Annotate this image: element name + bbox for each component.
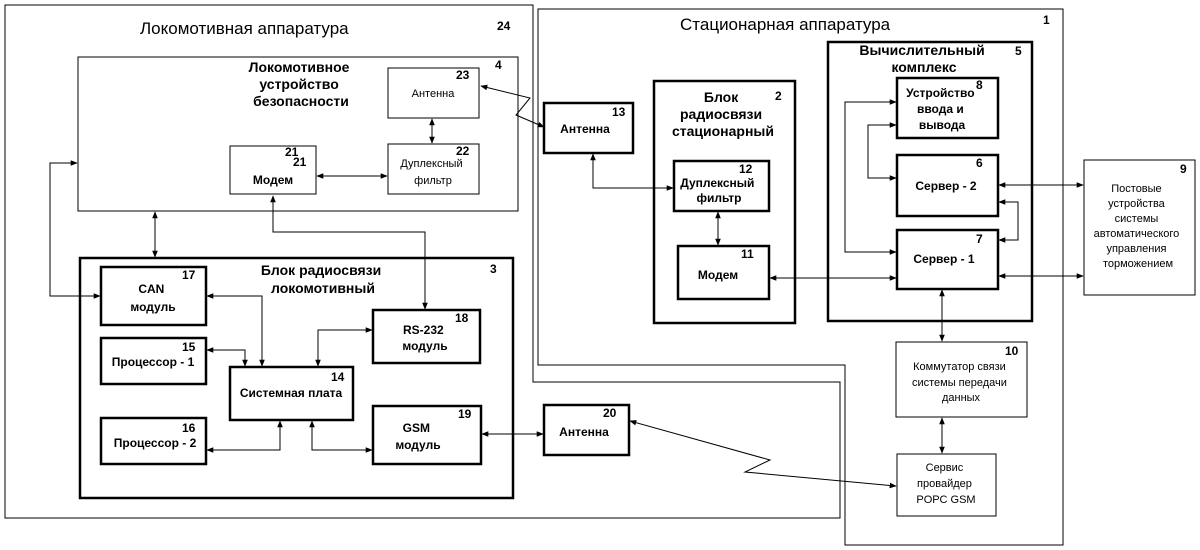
modem-21-number: 21 bbox=[285, 145, 299, 159]
antenna-23-label: Антенна bbox=[412, 88, 456, 100]
link-server1-io bbox=[844, 99, 897, 255]
duplex-filter-12-number: 12 bbox=[739, 162, 753, 176]
loco-region-number: 24 bbox=[497, 19, 511, 33]
modem-11-number: 11 bbox=[741, 247, 754, 261]
computing-complex-label: Вычислительный комплекс bbox=[859, 42, 988, 75]
processor-2-box bbox=[99, 416, 208, 466]
can-module-number: 17 bbox=[182, 268, 196, 282]
gsm-module-label: GSM модуль bbox=[395, 421, 440, 452]
link-modem21-rs232 bbox=[270, 195, 428, 310]
antenna-20-label: Антенна bbox=[559, 425, 609, 439]
link-io-server2 bbox=[867, 122, 897, 181]
link-antenna23-antenna13 bbox=[480, 84, 545, 128]
server-1-number: 7 bbox=[976, 232, 983, 246]
link-can-sysboard bbox=[206, 293, 265, 367]
data-switch-label: Коммутатор связи системы передачи данных bbox=[912, 361, 1010, 404]
system-board-number: 14 bbox=[331, 370, 345, 384]
loco-region-title: Локомотивная аппаратура bbox=[140, 19, 349, 38]
antenna-23-number: 23 bbox=[456, 68, 470, 82]
antenna-13-label: Антенна bbox=[560, 122, 610, 136]
system-board-label: Системная плата bbox=[240, 386, 343, 400]
rs232-module-label: RS-232 модуль bbox=[402, 323, 447, 353]
rs232-module-number: 18 bbox=[455, 311, 469, 325]
server-2-label: Сервер - 2 bbox=[915, 179, 977, 193]
station-region-title: Стационарная аппаратура bbox=[680, 15, 891, 34]
link-antenna13-duplex12 bbox=[590, 153, 674, 191]
can-module-label: CAN модуль bbox=[130, 282, 175, 314]
io-device-number: 8 bbox=[976, 78, 983, 92]
station-radio-block-label: Блок радиосвязи стационарный bbox=[672, 89, 774, 139]
antenna-13-number: 13 bbox=[612, 105, 626, 119]
io-device-box bbox=[895, 76, 1000, 140]
server-2-box bbox=[895, 153, 1000, 218]
link-gsm-sysboard bbox=[309, 420, 373, 453]
duplex-filter-22-label: Дуплексный фильтр bbox=[400, 158, 465, 187]
processor-1-label: Процессор - 1 bbox=[112, 355, 195, 369]
antenna-20-number: 20 bbox=[603, 406, 617, 420]
duplex-filter-12-label: Дуплексный фильтр bbox=[680, 176, 758, 205]
server-1-label: Сервер - 1 bbox=[913, 252, 975, 266]
data-switch-box bbox=[895, 341, 1028, 418]
system-board-box bbox=[228, 365, 355, 422]
modem-11-box bbox=[676, 244, 771, 301]
station-radio-block-number: 2 bbox=[775, 89, 782, 103]
can-module-box bbox=[99, 265, 208, 327]
duplex-filter-22-box bbox=[387, 143, 480, 195]
loco-radio-block-number: 3 bbox=[490, 262, 497, 276]
link-rs232-sysboard bbox=[315, 327, 373, 367]
antenna-20-box bbox=[542, 403, 631, 457]
modem-21-label: Модем bbox=[253, 173, 293, 187]
post-devices-box bbox=[1083, 159, 1196, 296]
safety-device-number: 4 bbox=[495, 58, 502, 72]
post-devices-number: 9 bbox=[1180, 162, 1187, 176]
io-device-label: Устройство ввода и вывода bbox=[906, 86, 978, 132]
gsm-module-number: 19 bbox=[458, 407, 472, 421]
loco-region-border bbox=[4, 4, 841, 519]
antenna-23-box bbox=[387, 67, 480, 119]
link-proc2-sysboard bbox=[206, 420, 283, 453]
processor-1-number: 15 bbox=[182, 340, 196, 354]
processor-2-label: Процессор - 2 bbox=[114, 436, 197, 450]
gsm-module-box bbox=[371, 404, 483, 466]
antenna-13-box bbox=[542, 101, 635, 155]
station-region-border bbox=[537, 8, 1064, 546]
duplex-filter-22-number: 22 bbox=[456, 144, 470, 158]
computing-complex-number: 5 bbox=[1015, 44, 1022, 58]
data-switch-number: 10 bbox=[1005, 344, 1019, 358]
server-1-box bbox=[895, 228, 1000, 291]
modem-11-label: Модем bbox=[698, 268, 738, 282]
duplex-filter-12-box bbox=[672, 159, 771, 213]
link-server2-server1 bbox=[998, 199, 1019, 243]
service-provider-label: Сервис провайдер PОРС GSM bbox=[916, 462, 975, 506]
processor-1-box bbox=[99, 336, 208, 386]
service-provider-box bbox=[896, 453, 997, 517]
link-proc1-sysboard bbox=[206, 347, 248, 367]
server-2-number: 6 bbox=[976, 156, 983, 170]
post-devices-label: Постовые устройства системы автоматическ… bbox=[1094, 183, 1183, 270]
modem-21-box bbox=[229, 145, 317, 195]
processor-2-number: 16 bbox=[182, 421, 196, 435]
station-region-number: 1 bbox=[1043, 13, 1050, 27]
safety-device-label: Локомотивное устройство безопасности bbox=[249, 59, 354, 109]
link-antenna20-provider bbox=[629, 419, 897, 489]
modem-21-number-2: 21 bbox=[293, 155, 307, 169]
link-safety-can bbox=[49, 160, 101, 299]
rs232-module-box bbox=[371, 308, 482, 365]
